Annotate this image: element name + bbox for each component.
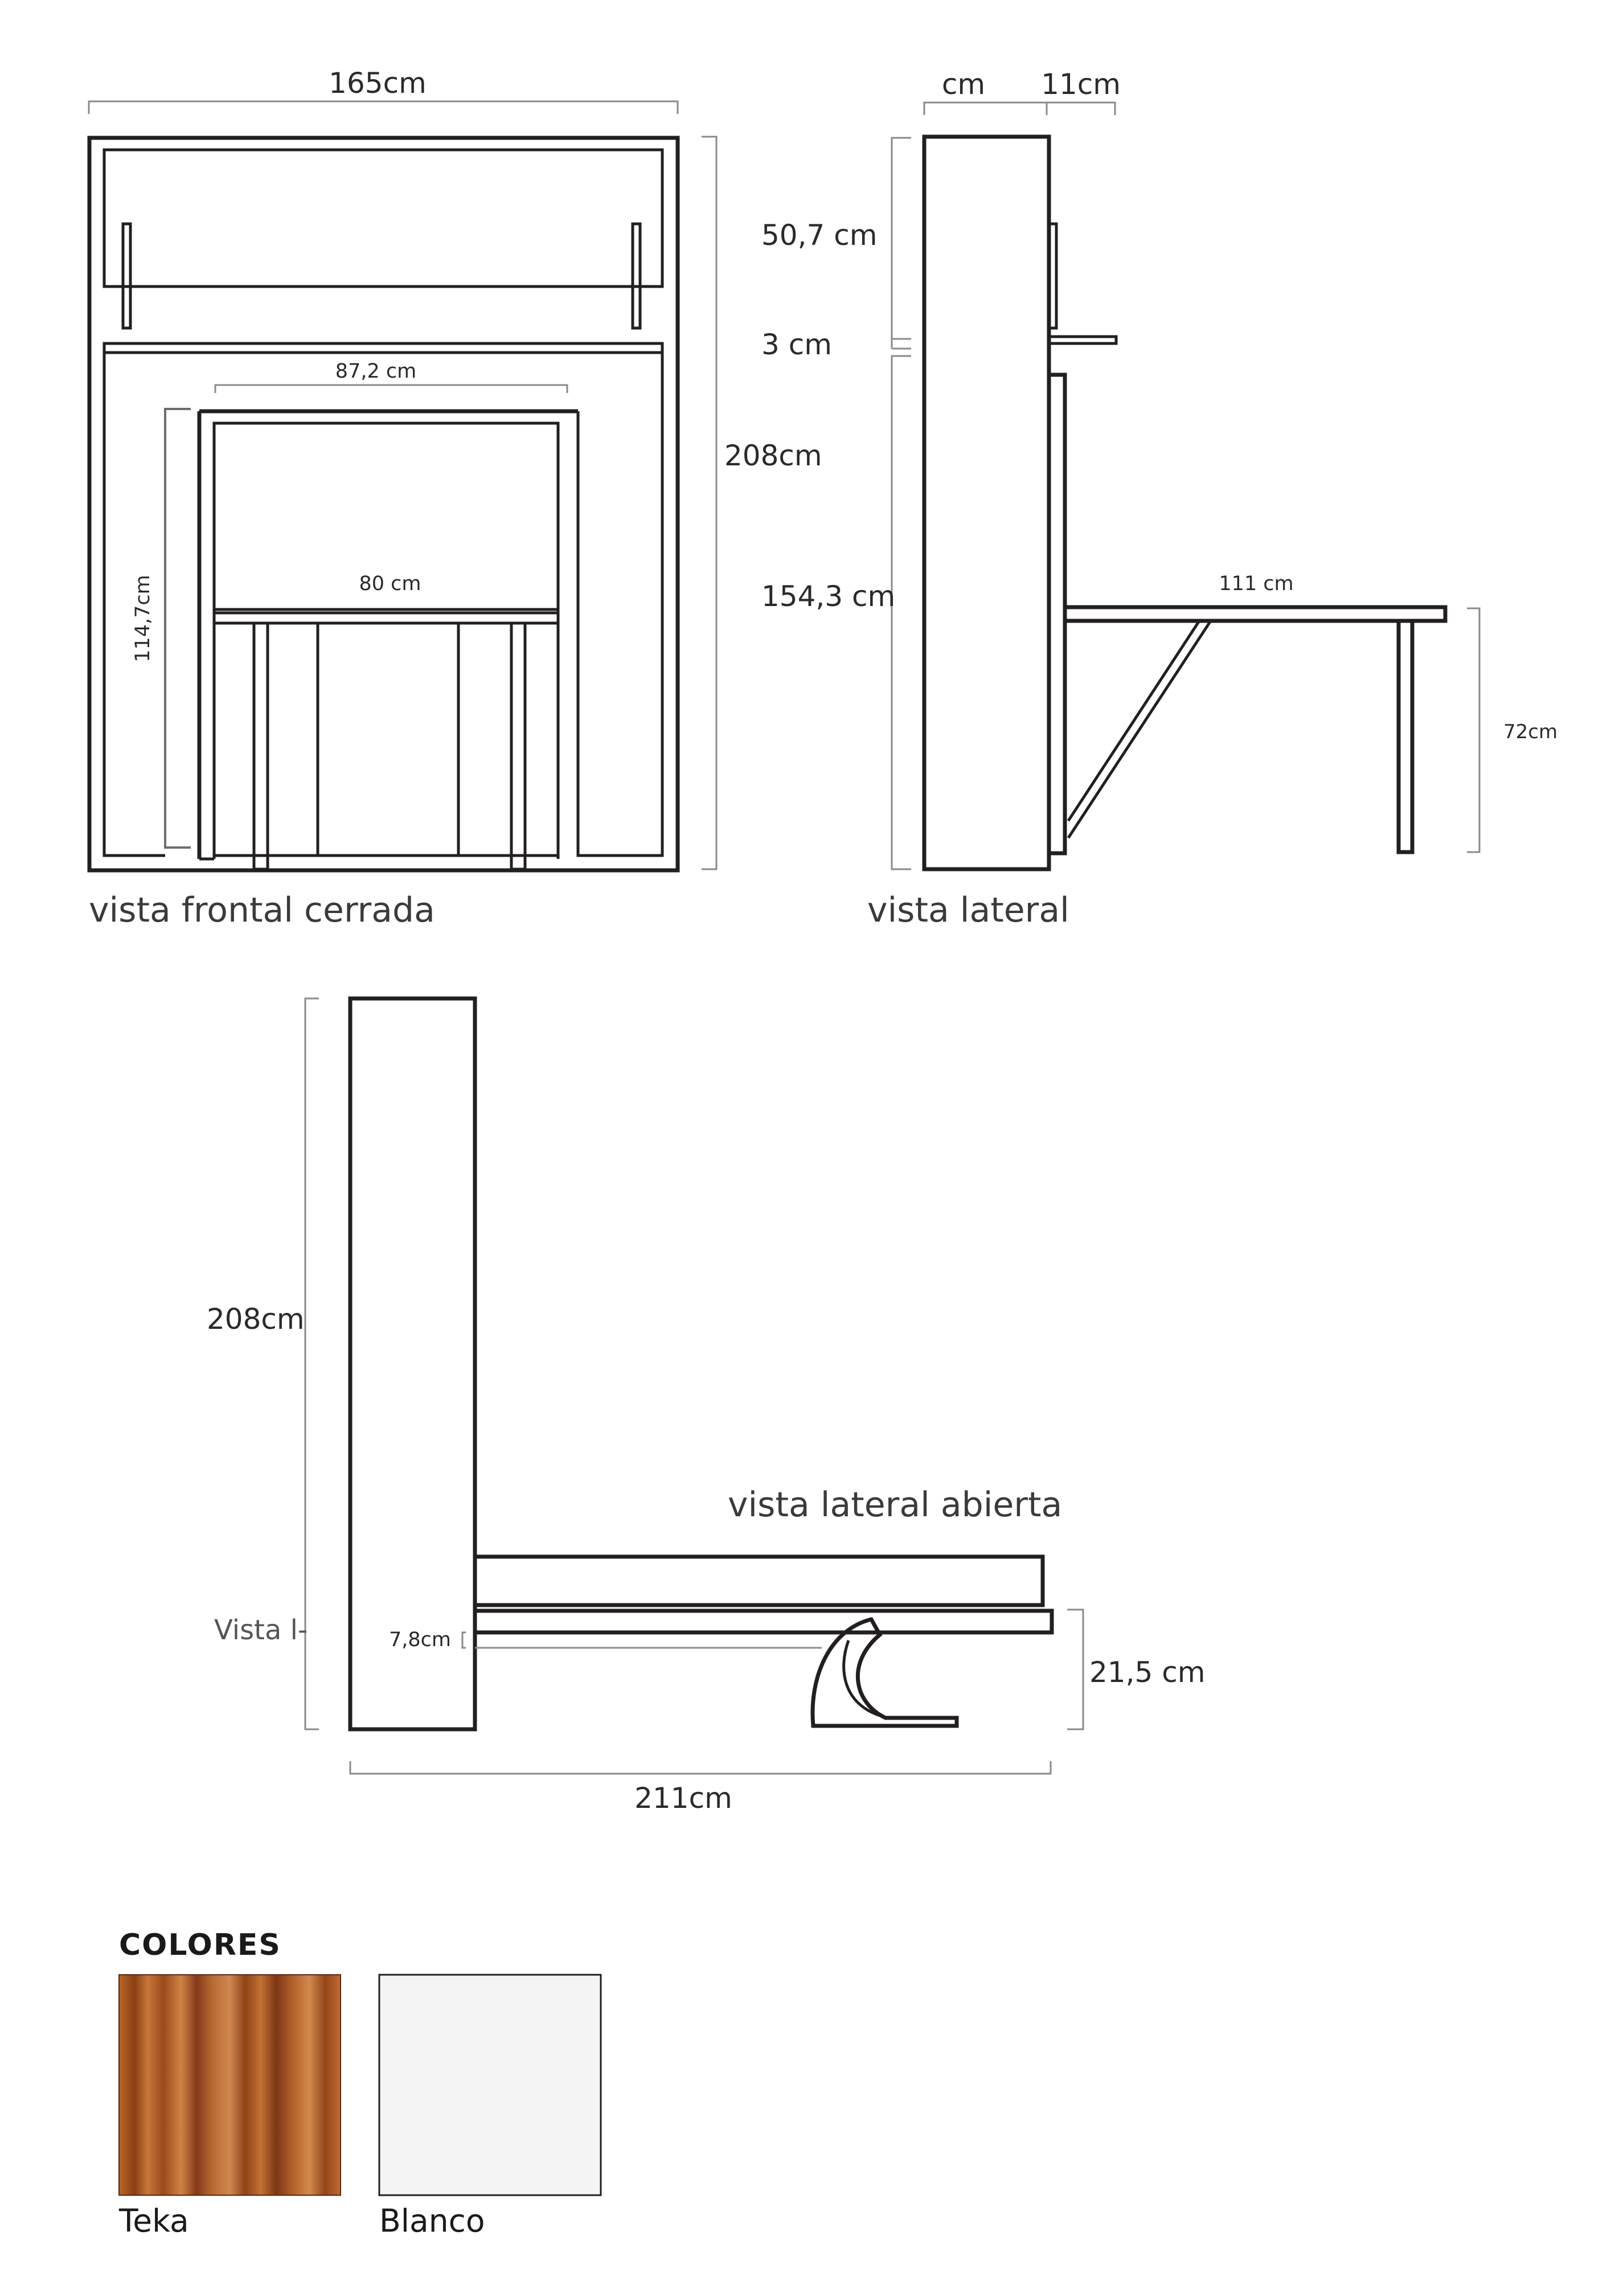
desk-width-label: 87,2 cm (335, 360, 416, 383)
swatch-teka-label: Teka (118, 2203, 189, 2239)
open-bed-box (473, 1554, 1045, 1607)
swatch-teka-tile[interactable] (118, 1974, 341, 2196)
open-height-dimension: 208cm (207, 997, 319, 1730)
side-table-top (1063, 605, 1448, 623)
front-height-label: 208cm (724, 439, 822, 472)
front-side-right (576, 353, 664, 857)
side-view-caption: vista lateral (867, 890, 1069, 930)
open-gap-dimension: 7,8cm (389, 1628, 466, 1651)
side-depth-dimension: cm 11cm (923, 68, 1121, 115)
side-depth-label: cm (942, 68, 985, 101)
side-cabinet (922, 134, 1051, 871)
swatch-blanco-tile[interactable] (378, 1974, 602, 2196)
open-cabinet (348, 996, 477, 1732)
swatch-blanco-label: Blanco (379, 2203, 485, 2239)
front-cabinet-outer (87, 136, 680, 873)
open-view: 208cm 7,8cm 21,5 cm 211cm vista lateral … (207, 996, 1205, 1815)
swatch-blanco[interactable]: Blanco (378, 1974, 602, 2239)
side-table-leg (1396, 619, 1415, 854)
front-width-dimension: 165cm (88, 67, 679, 114)
open-bed-leg (810, 1616, 959, 1728)
open-gap-label: 7,8cm (389, 1628, 451, 1651)
swatch-teka[interactable]: Teka (118, 1974, 341, 2239)
open-leg-height-label: 21,5 cm (1089, 1656, 1205, 1689)
front-cabinet-inner (103, 148, 664, 288)
side-shelf-depth-label: 11cm (1041, 68, 1121, 101)
side-upper-label: 50,7 cm (761, 219, 877, 252)
open-height-label: 208cm (207, 1303, 305, 1336)
left-lamp-icon (121, 222, 132, 330)
side-lower-label: 154,3 cm (761, 580, 895, 613)
right-lamp-icon (631, 222, 642, 330)
open-length-label: 211cm (634, 1782, 732, 1815)
stray-label: Vista l- (214, 1614, 308, 1646)
front-view-caption: vista frontal cerrada (89, 890, 435, 930)
side-table-brace (1067, 620, 1212, 839)
open-bed-base (473, 1609, 1054, 1635)
front-side-left (103, 353, 165, 857)
table-height-dimension: 72cm (1467, 607, 1557, 853)
side-desk-panel (1047, 373, 1067, 856)
desk-shelf-label: 80 cm (359, 572, 421, 595)
colors-section: COLORES Teka Blanco (118, 1928, 602, 2239)
table-depth-label: 111 cm (1219, 572, 1293, 595)
desk-width-dimension: 87,2 cm (214, 360, 568, 393)
side-height-dimensions: 50,7 cm 3 cm 154,3 cm (761, 137, 911, 870)
desk-height-dimension: 114,7cm (132, 408, 191, 849)
colors-heading: COLORES (119, 1928, 281, 1962)
side-gap-label: 3 cm (761, 328, 832, 361)
front-desk (197, 409, 578, 871)
front-width-label: 165cm (329, 67, 427, 100)
side-small-shelf (1047, 335, 1118, 345)
table-height-label: 72cm (1503, 721, 1557, 743)
side-view: cm 11cm 50,7 cm 3 cm 154,3 cm 111 cm 72c… (761, 68, 1557, 930)
front-shelf-divider (103, 342, 664, 354)
open-view-caption: vista lateral abierta (728, 1485, 1062, 1525)
desk-height-label: 114,7cm (132, 575, 154, 662)
open-length-dimension: 211cm (349, 1761, 1052, 1815)
front-height-dimension: 208cm (702, 136, 822, 870)
front-view: 165cm (87, 67, 822, 930)
open-leg-height-dimension: 21,5 cm (1067, 1609, 1205, 1730)
side-lamp-icon (1047, 222, 1058, 330)
